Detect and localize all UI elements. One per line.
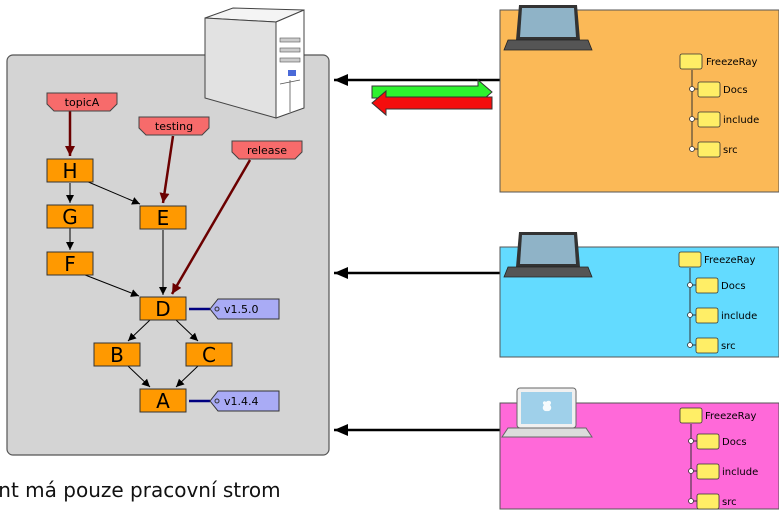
commit-C-label: C (202, 343, 216, 367)
commit-F-label: F (64, 252, 76, 276)
commit-C: C (185, 342, 233, 367)
server-icon (204, 7, 305, 119)
commit-edges (66, 180, 199, 388)
commit-E-label: E (157, 206, 170, 230)
folder-docs: Docs (723, 85, 748, 96)
folder-src: src (722, 497, 737, 508)
branch-pointers (65, 110, 252, 295)
folder-icon (696, 463, 720, 480)
folder-icon (696, 433, 720, 450)
branch-topicA: topicA (46, 92, 118, 112)
commit-D: D (139, 296, 187, 321)
branch-testing: testing (138, 116, 210, 136)
commit-A: A (139, 388, 187, 413)
folder-src: src (721, 341, 736, 352)
folder-icon (679, 53, 703, 70)
folder-include: include (722, 467, 758, 478)
folder-icon (697, 141, 721, 158)
commit-E: E (139, 205, 187, 230)
folder-root: FreezeRay (706, 57, 757, 68)
commit-G-label: G (62, 205, 78, 229)
laptop-icon-1 (503, 5, 593, 51)
folder-icon (695, 307, 719, 324)
commit-B: B (93, 342, 141, 367)
folder-docs: Docs (722, 437, 747, 448)
tag-v150: v1.5.0 (189, 298, 280, 320)
tag-v144: v1.4.4 (189, 390, 280, 412)
tag-v144-label: v1.4.4 (224, 395, 259, 408)
folder-tree-2: FreezeRay Docs include src (678, 251, 757, 354)
commit-H: H (46, 158, 94, 183)
folder-icon (695, 277, 719, 294)
folder-include: include (721, 311, 757, 322)
commit-A-label: A (156, 389, 170, 413)
folder-docs: Docs (721, 281, 746, 292)
commit-F: F (46, 251, 94, 276)
folder-icon (678, 251, 702, 268)
folder-icon (679, 407, 703, 424)
branch-topicA-label: topicA (65, 96, 100, 109)
folder-src: src (723, 145, 738, 156)
branch-release: release (231, 140, 303, 160)
pull-arrow (371, 89, 493, 117)
folder-icon (695, 337, 719, 354)
macbook-icon (501, 387, 593, 438)
folder-tree-3: FreezeRay Docs include src (679, 407, 758, 510)
commit-B-label: B (110, 343, 124, 367)
commit-G: G (46, 204, 94, 229)
branch-release-label: release (247, 144, 287, 157)
folder-icon (696, 493, 720, 510)
folder-root: FreezeRay (704, 255, 755, 266)
branch-testing-label: testing (155, 120, 193, 133)
caption: ent má pouze pracovní strom (0, 478, 281, 502)
laptop-icon-2 (503, 232, 593, 278)
folder-include: include (723, 115, 759, 126)
tag-v150-label: v1.5.0 (224, 303, 259, 316)
commit-H-label: H (62, 159, 77, 183)
commit-D-label: D (155, 297, 170, 321)
folder-tree-1: FreezeRay Docs include src (679, 53, 759, 158)
folder-icon (697, 81, 721, 98)
folder-root: FreezeRay (705, 411, 756, 422)
folder-icon (697, 111, 721, 128)
